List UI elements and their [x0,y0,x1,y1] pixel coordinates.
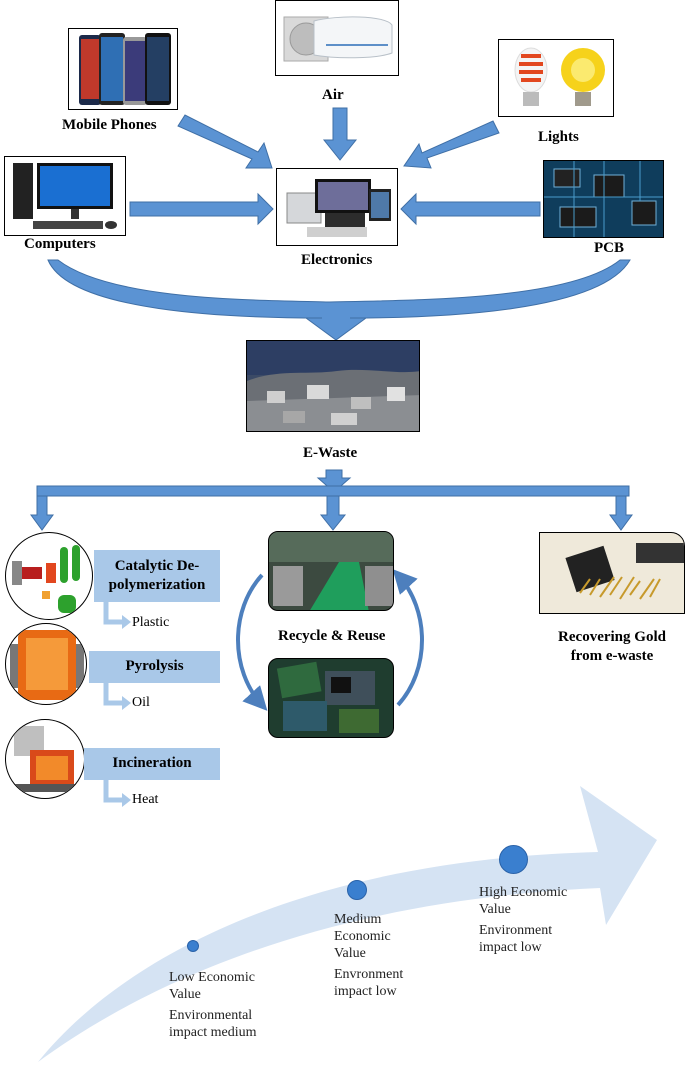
arrow-branch-right [609,495,633,531]
arrow-computers-to-electronics [129,192,274,226]
recycle-warehouse-photo [268,531,394,611]
medium-value-text: Medium Economic Value Envronment impact … [334,911,414,1000]
air-label: Air [322,87,344,103]
pyrolysis-label: Pyrolysis [125,658,184,675]
ewaste-photo [246,340,420,432]
high-value-dot [499,845,528,874]
medium-environment-impact: Envronment impact low [334,967,404,999]
medium-economic-value: Medium Economic Value [334,912,391,961]
incineration-label: Incineration [112,755,192,772]
low-value-text: Low Economic Value Environmental impact … [169,969,279,1041]
low-value-dot [187,940,199,952]
catalytic-depolymerization-box: Catalytic De-polymerization [94,550,220,602]
arrow-to-heat [103,780,124,803]
lights-label: Lights [538,129,579,145]
recycle-reuse-label: Recycle & Reuse [278,628,386,644]
low-economic-value: Low Economic Value [169,970,255,1002]
catalytic-process-circle [5,532,93,620]
recycle-left-curve [236,573,268,711]
branch-bar [36,485,630,497]
incineration-process-circle [5,719,85,799]
arrow-pcb-to-electronics [400,192,541,226]
catalytic-label: Catalytic De-polymerization [108,557,206,594]
arrow-ewaste-down [316,469,352,493]
ewaste-label: E-Waste [303,445,358,461]
arrow-to-oil [103,682,124,706]
arrow-collector-to-ewaste [47,259,631,341]
low-environment-impact: Environmental impact medium [169,1008,257,1040]
arrow-to-plastic [103,600,124,625]
recycle-right-curve [392,569,424,707]
high-environment-impact: Environment impact low [479,923,553,955]
arrow-air-to-electronics [322,107,358,161]
pcb-label: PCB [594,240,624,256]
recycle-boards-photo [268,658,394,738]
lights-photo [498,39,614,117]
high-economic-value: High Economic Value [479,885,568,917]
pyrolysis-box: Pyrolysis [89,651,220,683]
arrow-lights-to-electronics [403,120,500,169]
pcb-photo [543,160,664,238]
plastic-label: Plastic [132,615,170,630]
value-arrow [38,786,657,1062]
heat-label: Heat [132,792,159,807]
gold-recovery-photo [539,532,685,614]
computers-label: Computers [24,236,96,252]
medium-value-dot [347,880,367,900]
arrow-branch-middle [319,495,347,531]
oil-label: Oil [132,695,150,710]
arrow-mobile-to-electronics [177,114,273,169]
incineration-box: Incineration [84,748,220,780]
high-value-text: High Economic Value Environment impact l… [479,884,569,956]
arrow-branch-left [30,495,54,531]
gold-recovery-label: Recovering Gold from e-waste [558,629,666,664]
electronics-photo [276,168,398,246]
mobile-phones-photo [68,28,178,110]
computers-photo [4,156,126,236]
mobile-phones-label: Mobile Phones [62,117,157,133]
air-conditioner-photo [275,0,399,76]
pyrolysis-process-circle [5,623,87,705]
electronics-label: Electronics [301,252,373,268]
